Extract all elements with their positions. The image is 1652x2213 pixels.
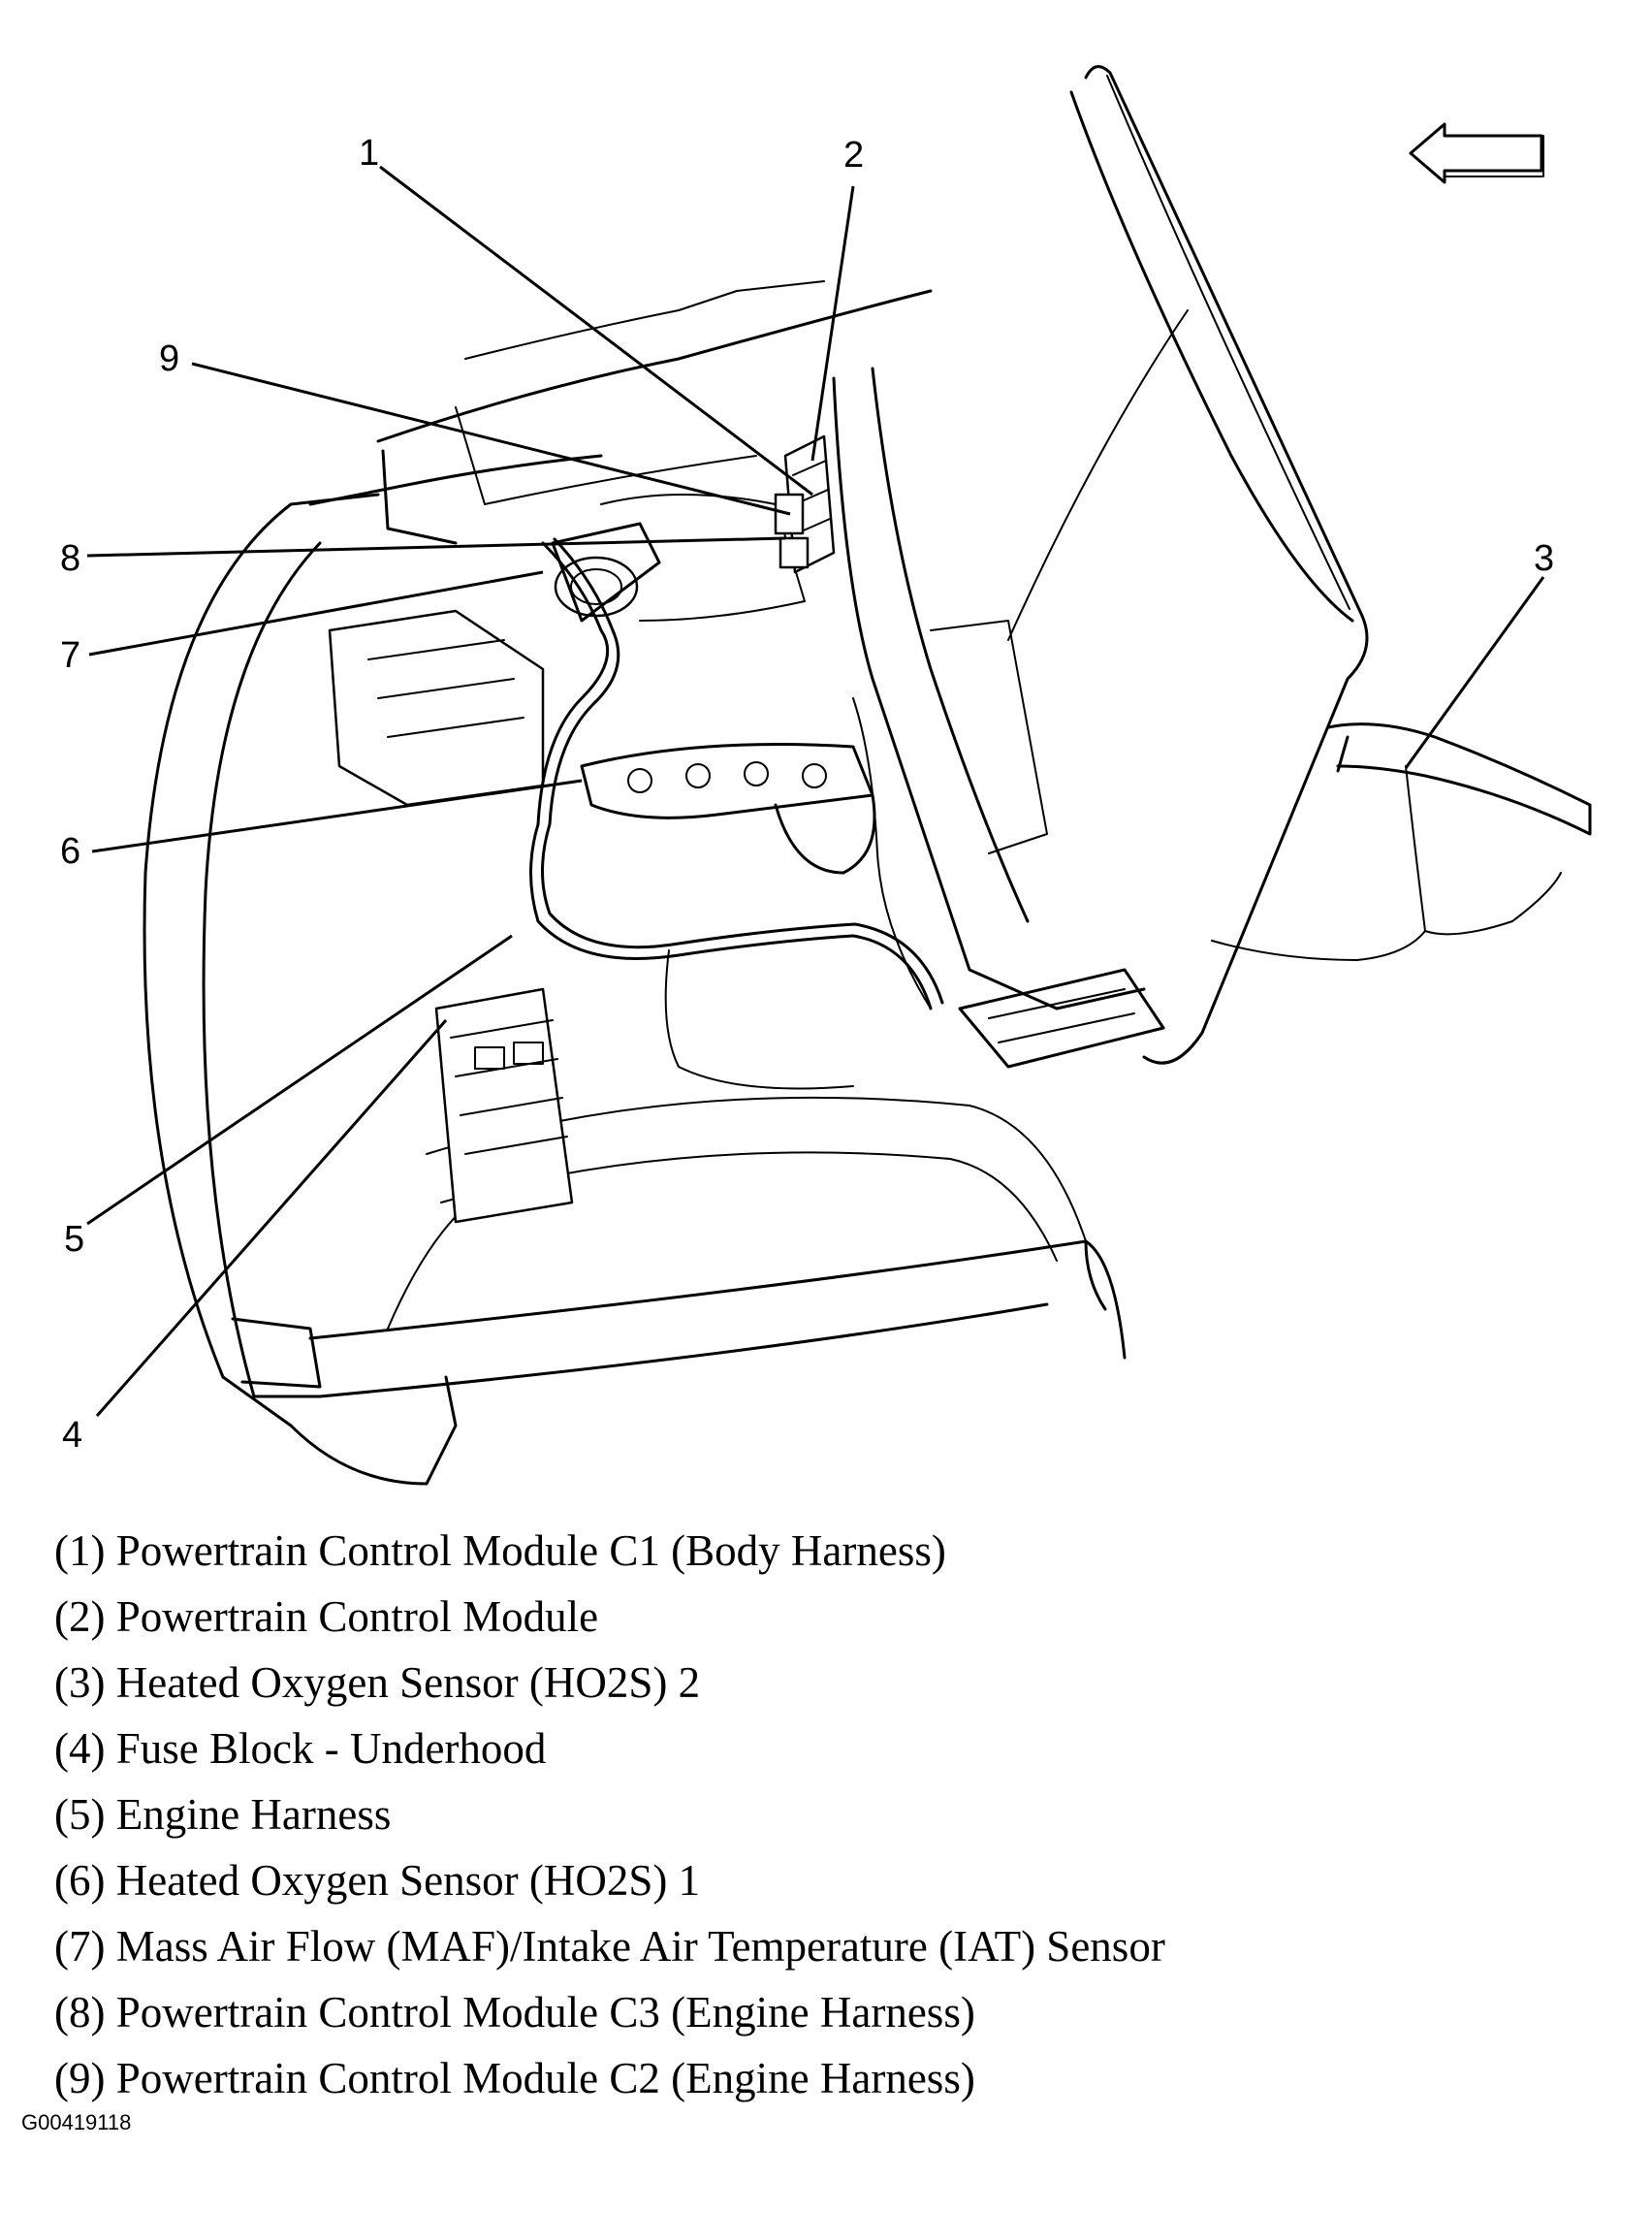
cowl-outline — [308, 280, 933, 807]
callout-labels: 1 2 3 4 5 6 7 8 9 — [60, 133, 1554, 1456]
legend-item: (8) Powertrain Control Module C3 (Engine… — [54, 1988, 975, 2037]
legend-item: (1) Powertrain Control Module C1 (Body H… — [54, 1526, 946, 1575]
exhaust-manifold — [580, 494, 876, 875]
callout-1: 1 — [359, 133, 379, 174]
ho2s-2-harness — [1211, 722, 1592, 961]
legend-item: (7) Mass Air Flow (MAF)/Intake Air Tempe… — [54, 1922, 1165, 1971]
legend-item: (6) Heated Oxygen Sensor (HO2S) 1 — [54, 1856, 701, 1905]
fender-outline — [143, 493, 1127, 1486]
callout-3: 3 — [1534, 538, 1554, 579]
callout-4: 4 — [62, 1415, 82, 1456]
fuse-block-underhood — [434, 987, 574, 1224]
legend-item: (9) Powertrain Control Module C2 (Engine… — [54, 2054, 975, 2102]
legend-item: (2) Powertrain Control Module — [54, 1592, 599, 1641]
callout-5: 5 — [64, 1219, 84, 1260]
powertrain-control-module — [774, 434, 836, 574]
legend-item: (4) Fuse Block - Underhood — [54, 1724, 547, 1773]
callout-2: 2 — [843, 135, 864, 176]
hood-outline — [1007, 65, 1369, 1065]
engine-harness-routing — [529, 537, 944, 1090]
figure-id: G00419118 — [21, 2110, 132, 2134]
callout-9: 9 — [159, 338, 179, 379]
callout-leaders — [86, 165, 1545, 1417]
arrow-left-icon — [1409, 122, 1544, 184]
callout-6: 6 — [60, 831, 80, 872]
engine-compartment-diagram: 1 2 3 4 5 6 7 8 9 — [60, 65, 1592, 1486]
legend-item: (5) Engine Harness — [54, 1790, 392, 1839]
inner-fender-apron — [832, 367, 1165, 1069]
component-legend: (1) Powertrain Control Module C1 (Body H… — [54, 1518, 1605, 2111]
legend-item: (3) Heated Oxygen Sensor (HO2S) 2 — [54, 1658, 701, 1707]
callout-8: 8 — [60, 538, 80, 579]
callout-7: 7 — [60, 635, 80, 676]
